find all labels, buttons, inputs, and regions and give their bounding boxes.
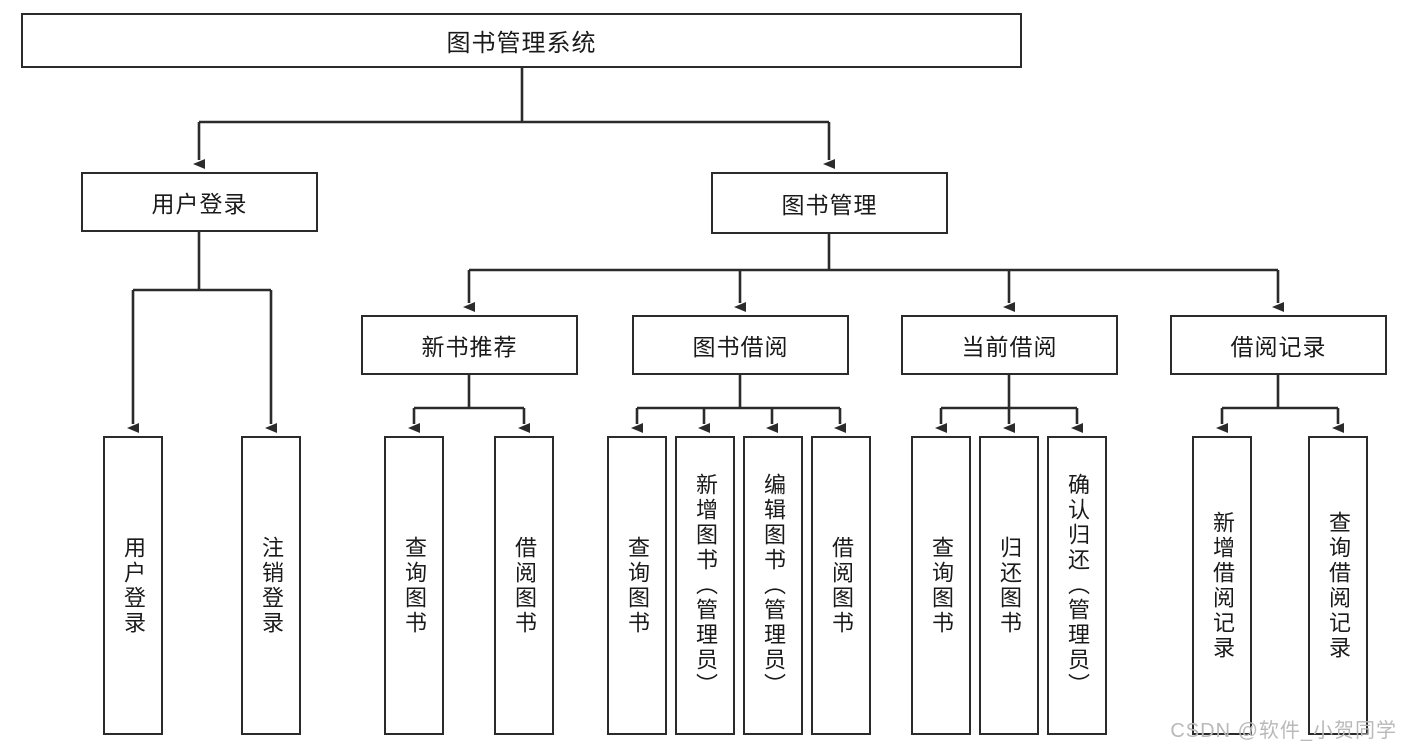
leaf-label: 编辑图书（管理员） [761, 473, 786, 698]
leaf-label: 新增图书（管理员） [693, 473, 718, 698]
leaf-label: 借阅图书 [512, 535, 537, 636]
node-root-system[interactable]: 图书管理系统 [21, 13, 1022, 68]
leaf-borrow-record-add[interactable]: 新增借阅记录 [1192, 436, 1252, 735]
leaf-new-book-query[interactable]: 查询图书 [384, 436, 444, 735]
leaf-label: 注销登录 [259, 535, 284, 636]
leaf-label: 查询图书 [625, 535, 650, 636]
leaf-book-borrow-borrow[interactable]: 借阅图书 [811, 436, 871, 735]
leaf-book-borrow-query[interactable]: 查询图书 [607, 436, 667, 735]
leaf-label: 新增借阅记录 [1210, 510, 1235, 661]
leaf-new-book-borrow[interactable]: 借阅图书 [494, 436, 554, 735]
leaf-label: 借阅图书 [829, 535, 854, 636]
node-borrow-record[interactable]: 借阅记录 [1170, 315, 1387, 375]
leaf-label: 查询图书 [402, 535, 427, 636]
leaf-borrow-record-query[interactable]: 查询借阅记录 [1308, 436, 1368, 735]
node-new-book-recommend[interactable]: 新书推荐 [361, 315, 578, 375]
leaf-label: 查询图书 [929, 535, 954, 636]
leaf-label: 确认归还（管理员） [1065, 473, 1090, 698]
leaf-current-borrow-return[interactable]: 归还图书 [979, 436, 1039, 735]
node-current-borrow[interactable]: 当前借阅 [901, 315, 1118, 375]
node-book-borrow[interactable]: 图书借阅 [632, 315, 849, 375]
node-user-login[interactable]: 用户登录 [81, 172, 318, 232]
leaf-label: 用户登录 [121, 535, 146, 636]
leaf-user-login-login[interactable]: 用户登录 [103, 436, 163, 735]
leaf-current-borrow-query[interactable]: 查询图书 [911, 436, 971, 735]
leaf-current-borrow-confirm-return[interactable]: 确认归还（管理员） [1047, 436, 1107, 735]
leaf-user-login-logout[interactable]: 注销登录 [241, 436, 301, 735]
leaf-label: 查询借阅记录 [1326, 510, 1351, 661]
node-book-manage[interactable]: 图书管理 [711, 172, 948, 234]
leaf-book-borrow-edit[interactable]: 编辑图书（管理员） [743, 436, 803, 735]
leaf-label: 归还图书 [997, 535, 1022, 636]
leaf-book-borrow-add[interactable]: 新增图书（管理员） [675, 436, 735, 735]
